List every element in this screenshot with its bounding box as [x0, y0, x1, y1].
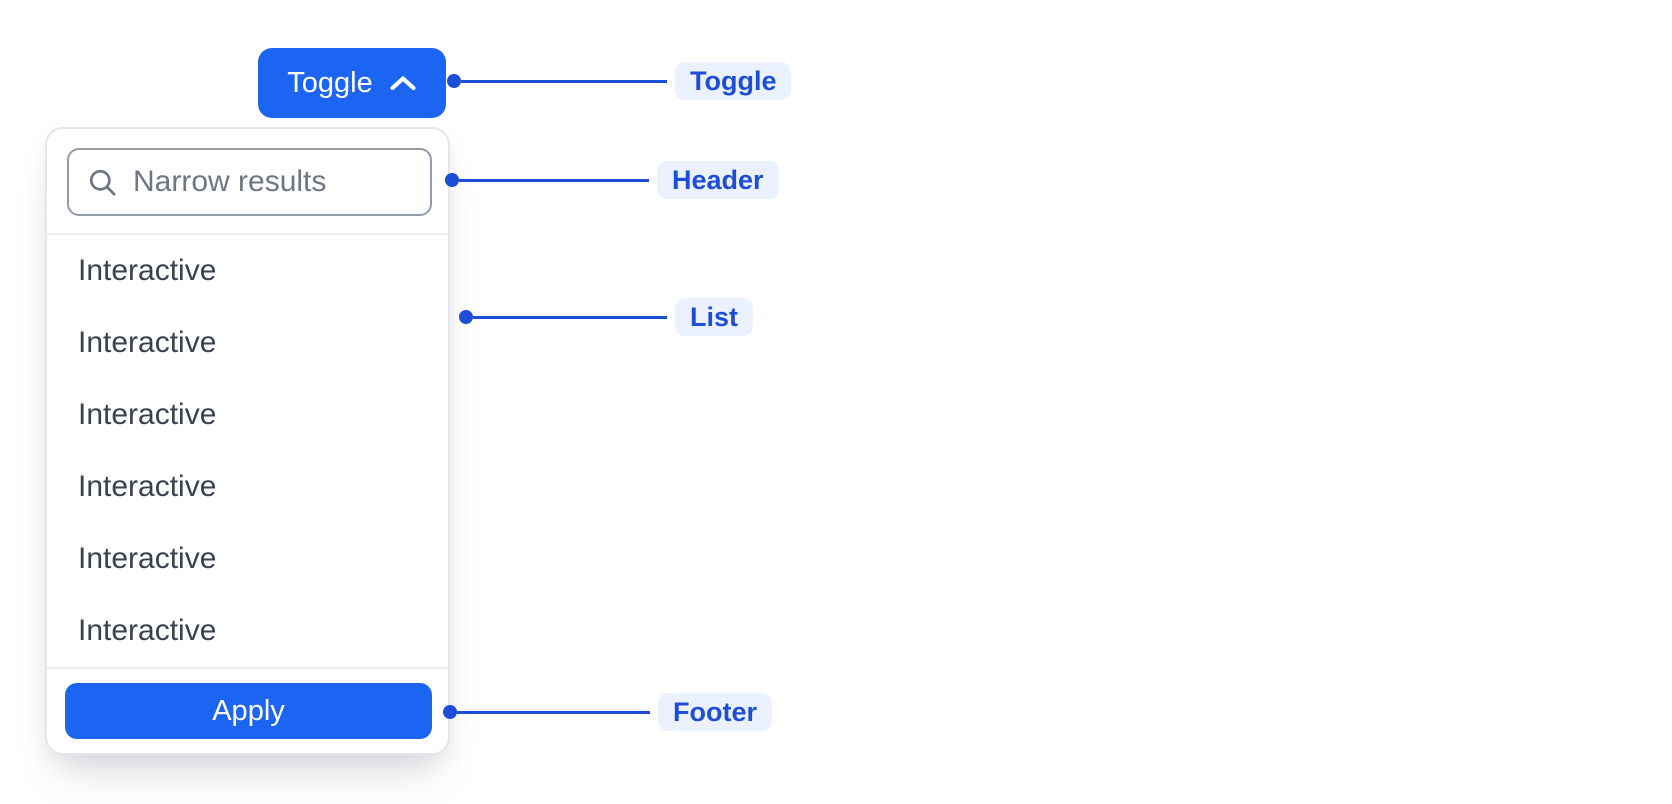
annotation-header: Header — [445, 161, 779, 199]
dropdown-list: Interactive Interactive Interactive Inte… — [47, 235, 448, 667]
dropdown-footer: Apply — [47, 667, 448, 753]
toggle-button-label: Toggle — [287, 66, 373, 99]
annotation-list: List — [459, 298, 754, 336]
list-item[interactable]: Interactive — [78, 614, 217, 647]
search-input[interactable] — [133, 165, 412, 199]
search-box[interactable] — [67, 148, 432, 216]
annotation-leader-line — [457, 710, 650, 714]
annotation-leader-line — [473, 315, 667, 319]
annotation-footer: Footer — [443, 693, 772, 731]
annotation-label-list: List — [675, 298, 754, 336]
list-item[interactable]: Interactive — [78, 470, 217, 503]
annotation-dot-icon — [443, 705, 457, 719]
annotation-dot-icon — [459, 310, 473, 324]
annotation-label-footer: Footer — [658, 693, 772, 731]
search-icon — [89, 169, 116, 195]
list-item[interactable]: Interactive — [78, 398, 217, 431]
toggle-button[interactable]: Toggle — [258, 48, 446, 118]
apply-button[interactable]: Apply — [65, 683, 432, 739]
annotation-label-toggle: Toggle — [675, 62, 792, 100]
chevron-up-icon — [390, 75, 416, 90]
annotation-dot-icon — [447, 74, 461, 88]
dropdown-panel: Interactive Interactive Interactive Inte… — [45, 127, 450, 755]
annotation-label-header: Header — [657, 161, 779, 199]
annotation-leader-line — [461, 79, 667, 83]
list-item[interactable]: Interactive — [78, 326, 217, 359]
list-item[interactable]: Interactive — [78, 542, 217, 575]
annotation-leader-line — [459, 178, 649, 182]
annotation-dot-icon — [445, 173, 459, 187]
dropdown-header — [47, 129, 448, 235]
list-item[interactable]: Interactive — [78, 254, 217, 287]
annotation-toggle: Toggle — [447, 62, 792, 100]
